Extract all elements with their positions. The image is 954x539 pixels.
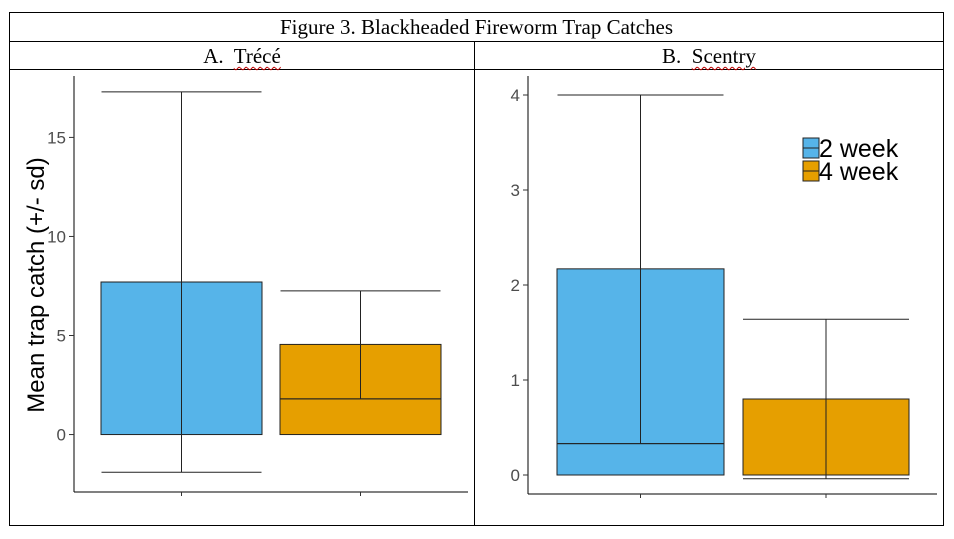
- y-tick-label: 0: [511, 466, 520, 485]
- panel-b-prefix: B.: [662, 44, 682, 68]
- y-axis-label: Mean trap catch (+/- sd): [23, 157, 50, 412]
- figure-title: Figure 3. Blackheaded Fireworm Trap Catc…: [10, 13, 943, 42]
- panel-a-header: A. Trécé: [10, 42, 475, 70]
- y-tick-label: 10: [47, 227, 66, 246]
- y-tick-label: 5: [57, 327, 66, 346]
- legend-label: 2 week: [819, 135, 899, 163]
- y-tick-label: 0: [57, 426, 66, 445]
- y-tick-label: 4: [511, 86, 520, 105]
- panel-a-name: Trécé: [233, 44, 281, 68]
- y-tick-label: 2: [511, 276, 520, 295]
- panel-b-name: Scentry: [691, 44, 756, 68]
- y-tick-label: 3: [511, 181, 520, 200]
- panel-b-header: B. Scentry: [475, 42, 943, 70]
- y-tick-label: 1: [511, 371, 520, 390]
- figure-table: Figure 3. Blackheaded Fireworm Trap Catc…: [9, 12, 944, 526]
- panel-a-prefix: A.: [203, 44, 224, 68]
- panel-divider: [474, 70, 475, 526]
- y-tick-label: 15: [47, 128, 66, 147]
- legend-label: 4 week: [819, 158, 899, 186]
